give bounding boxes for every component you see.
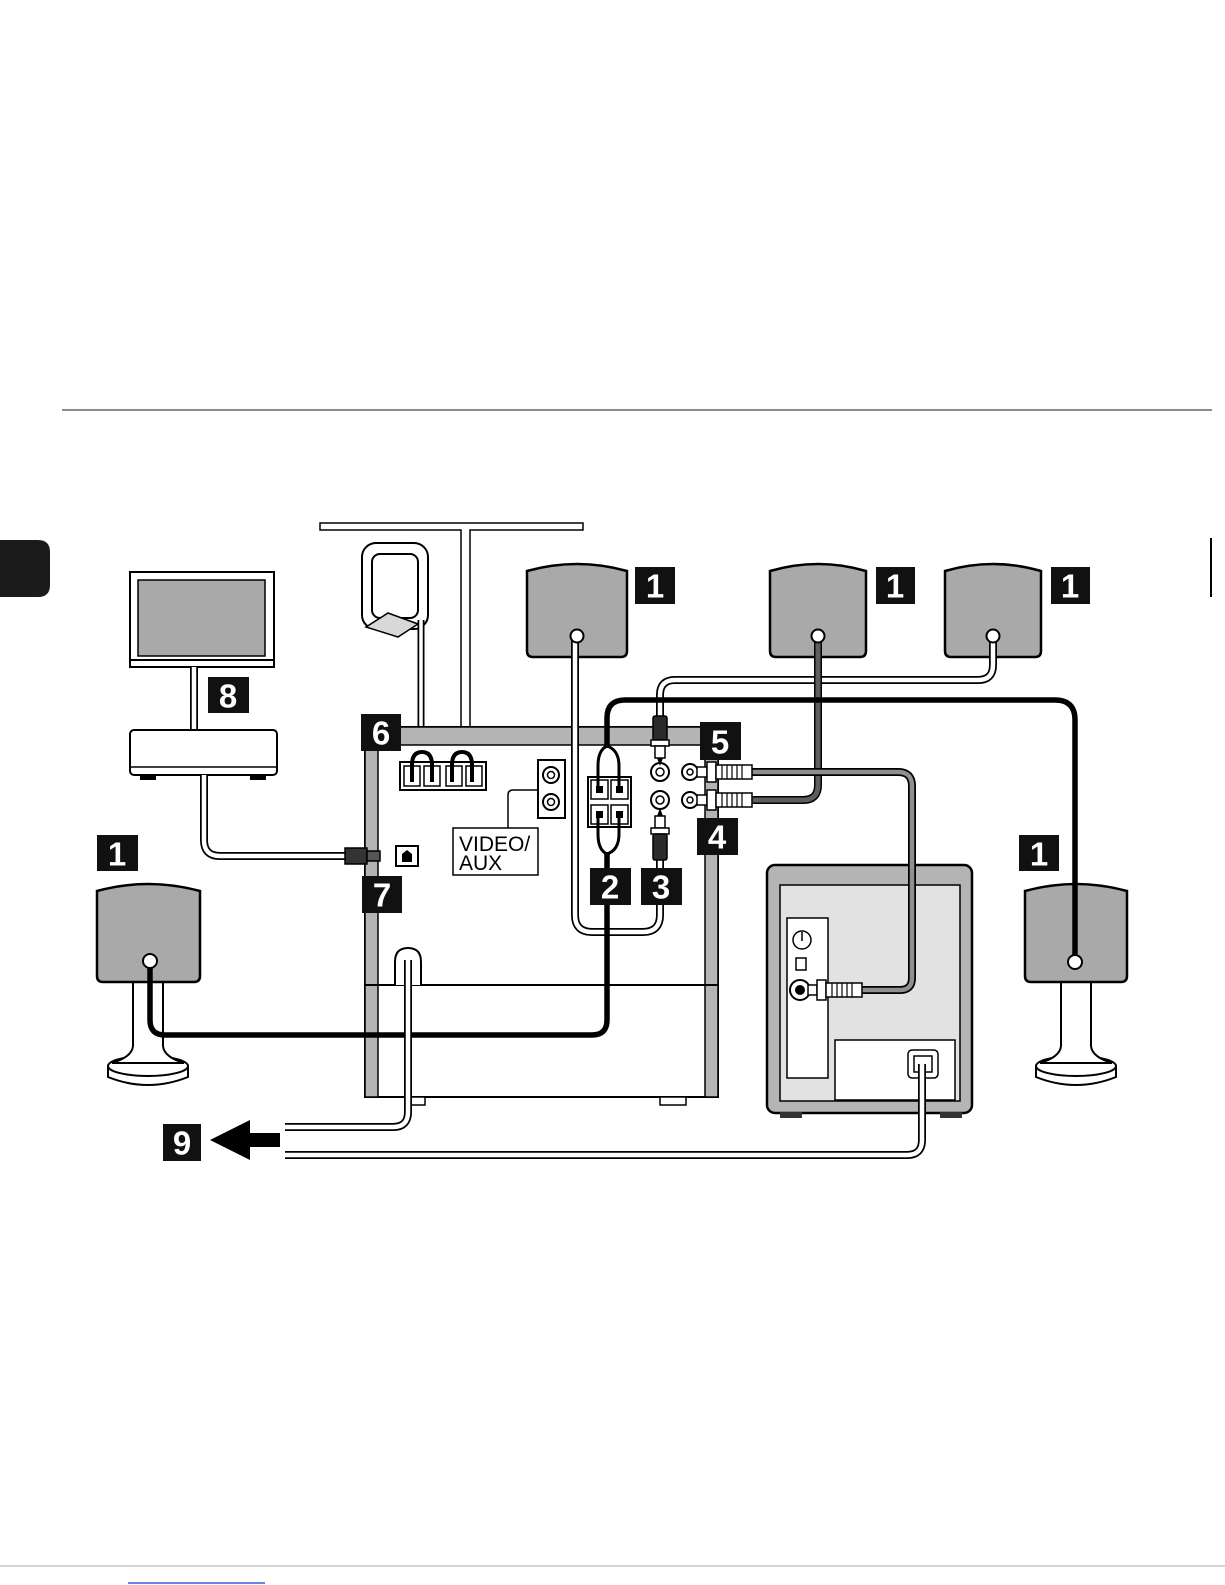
av-device-body bbox=[130, 730, 277, 775]
av-device-foot bbox=[250, 775, 266, 780]
svg-text:8: 8 bbox=[219, 678, 237, 715]
speaker-terminal-dot bbox=[571, 630, 584, 643]
svg-text:2: 2 bbox=[601, 869, 619, 906]
svg-text:5: 5 bbox=[711, 724, 729, 761]
callout-speaker-terminals: 2 bbox=[590, 868, 631, 906]
svg-text:4: 4 bbox=[708, 819, 727, 856]
callout-speaker-top-a: 1 bbox=[635, 567, 675, 605]
callout-speaker-top-c: 1 bbox=[1051, 567, 1090, 605]
callout-speaker-right: 1 bbox=[1019, 835, 1059, 873]
callout-speaker-left: 1 bbox=[97, 835, 138, 873]
svg-text:1: 1 bbox=[886, 568, 904, 605]
outlet-arrow-icon bbox=[210, 1120, 280, 1160]
callout-speaker-top-b: 1 bbox=[876, 567, 915, 605]
callout-antenna-terminals: 6 bbox=[361, 714, 401, 752]
svg-text:1: 1 bbox=[108, 836, 126, 873]
optical-cable bbox=[204, 775, 345, 856]
speaker-terminal-dot bbox=[987, 630, 1000, 643]
svg-text:1: 1 bbox=[646, 568, 664, 605]
av-device bbox=[130, 730, 277, 780]
speaker-terminal-dot bbox=[143, 954, 157, 968]
main-unit-foot-left bbox=[410, 1097, 425, 1105]
svg-text:7: 7 bbox=[373, 877, 391, 914]
video-aux-label: VIDEO/ AUX bbox=[453, 828, 538, 875]
callout-power-outlet: 9 bbox=[163, 1124, 201, 1162]
optical-plug bbox=[345, 848, 380, 864]
main-unit-foot-right bbox=[660, 1097, 686, 1105]
subwoofer-foot bbox=[780, 1112, 802, 1118]
optical-jack bbox=[396, 846, 418, 866]
speaker-terminal-dot bbox=[1068, 955, 1082, 969]
svg-text:1: 1 bbox=[1061, 568, 1079, 605]
svg-text:6: 6 bbox=[372, 715, 390, 752]
tv-base bbox=[130, 660, 274, 667]
svg-text:9: 9 bbox=[173, 1125, 191, 1162]
callout-mini-plug-lower: 3 bbox=[641, 868, 682, 906]
power-switch bbox=[796, 958, 806, 970]
speaker-terminals bbox=[588, 777, 631, 827]
chapter-tab bbox=[0, 540, 50, 597]
callout-optical-input: 7 bbox=[362, 876, 402, 914]
svg-text:1: 1 bbox=[1030, 836, 1048, 873]
optical-cable-outline bbox=[204, 775, 345, 856]
am-loop-inner bbox=[372, 554, 418, 618]
subwoofer-foot bbox=[940, 1112, 962, 1118]
callout-rca-lower: 4 bbox=[697, 818, 738, 856]
tv-screen bbox=[138, 580, 265, 656]
video-aux-line2: AUX bbox=[459, 852, 502, 875]
video-aux-jacks bbox=[538, 760, 565, 818]
speaker-terminal-dot bbox=[812, 630, 825, 643]
callout-mini-plug-upper: 5 bbox=[700, 722, 741, 761]
tv bbox=[130, 572, 274, 667]
av-device-foot bbox=[140, 775, 156, 780]
svg-text:3: 3 bbox=[652, 869, 670, 906]
speaker-stand-pole bbox=[1040, 982, 1112, 1063]
callout-tv-link: 8 bbox=[208, 677, 249, 715]
